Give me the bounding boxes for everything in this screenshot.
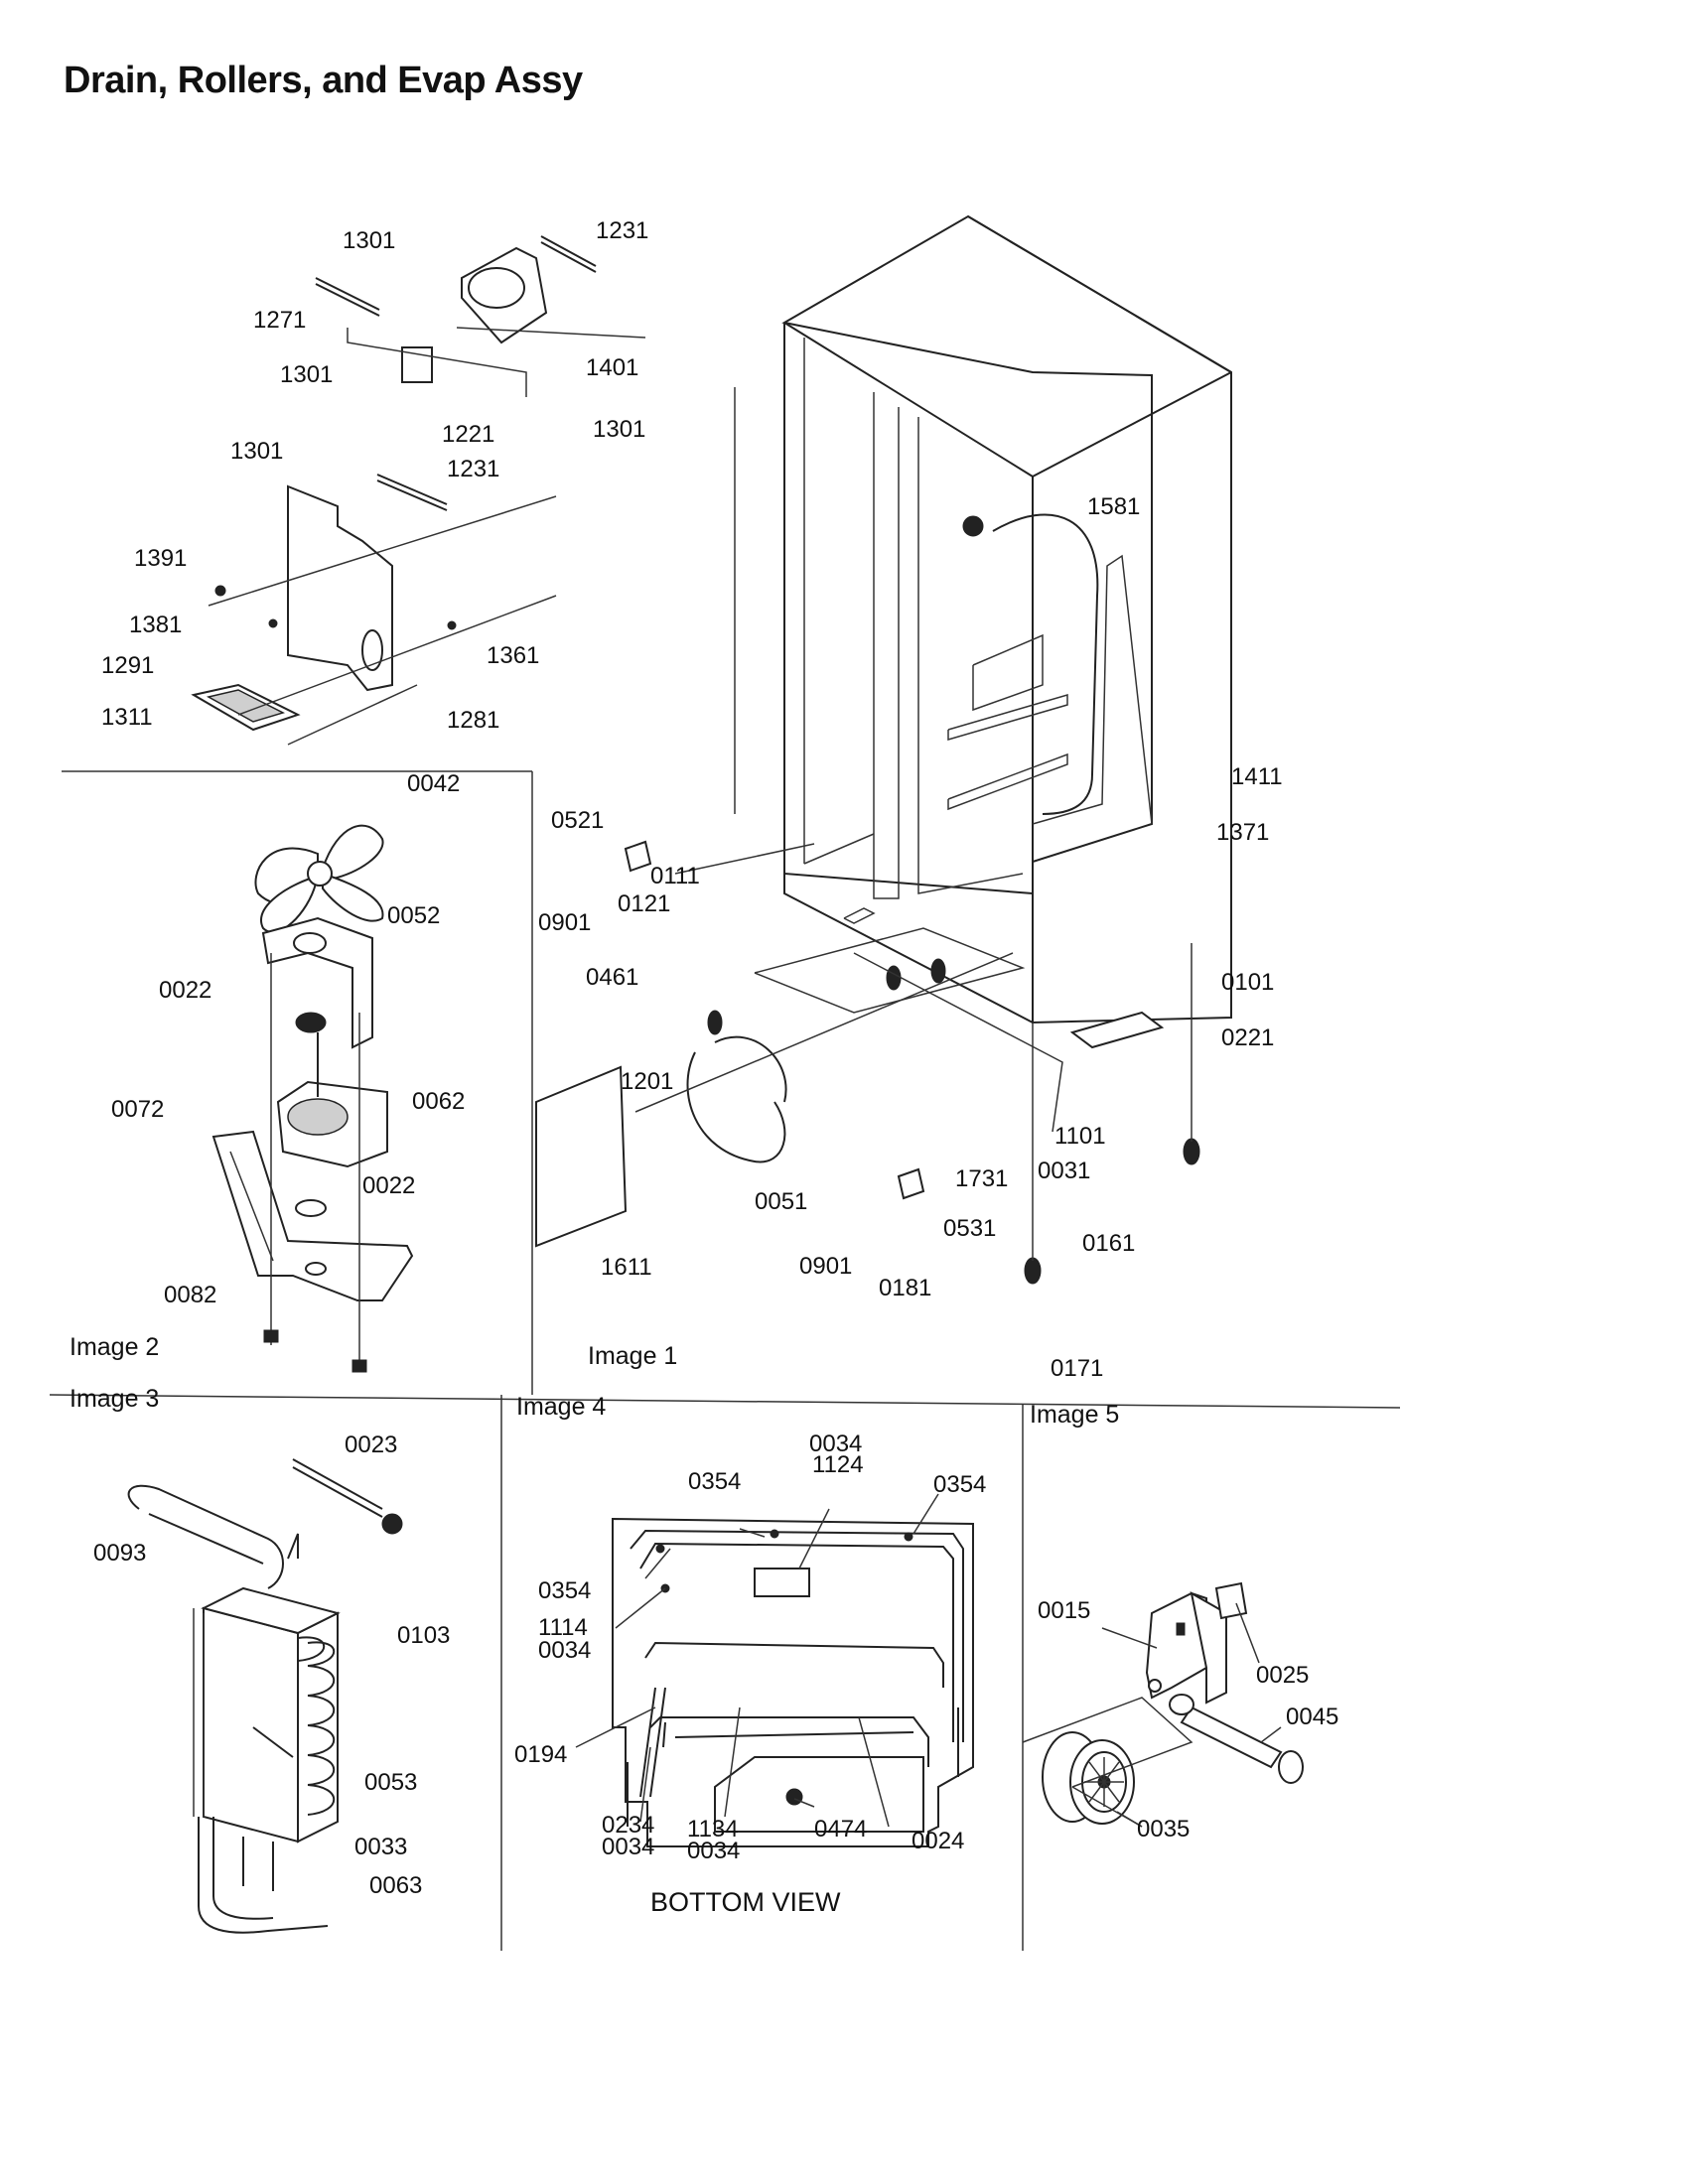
- part-label: 0015: [1038, 1597, 1090, 1624]
- part-label: 0121: [618, 890, 670, 917]
- part-label: 0521: [551, 807, 604, 834]
- image1-caption: Image 1: [588, 1342, 677, 1370]
- part-label: 0034: [538, 1637, 591, 1664]
- part-label: 1101: [1054, 1123, 1106, 1150]
- image2-caption: Image 2: [70, 1333, 159, 1361]
- part-label: 0354: [688, 1468, 741, 1495]
- diagram-title: Drain, Rollers, and Evap Assy: [64, 60, 583, 101]
- part-label: 0901: [799, 1253, 852, 1280]
- part-label: 0474: [814, 1816, 867, 1843]
- part-label: 0031: [1038, 1158, 1090, 1184]
- part-label: 1401: [586, 354, 638, 381]
- image1-fan-bracket-drawing: [191, 235, 646, 746]
- image2-fan-motor-drawing: [211, 824, 414, 1373]
- image1-cabinet-drawing: [535, 214, 1232, 1285]
- part-label: 1581: [1087, 493, 1140, 520]
- part-label: 1271: [253, 307, 306, 334]
- part-label: 0234: [602, 1812, 654, 1839]
- part-label: 0063: [369, 1872, 422, 1899]
- part-label: 1611: [601, 1254, 652, 1281]
- part-label: 0181: [879, 1275, 931, 1301]
- part-label: 0051: [755, 1188, 807, 1215]
- part-label: 0033: [354, 1834, 407, 1860]
- part-label: 0101: [1221, 969, 1274, 996]
- image3-part-labels: Image 3 0023 0093 0103 0053 0033 0063: [70, 1385, 450, 1899]
- part-label: 0022: [362, 1172, 415, 1199]
- part-label: 0082: [164, 1282, 216, 1308]
- part-label: 1301: [593, 416, 645, 443]
- part-label: 1124: [812, 1451, 864, 1478]
- part-label: 1114: [538, 1614, 588, 1641]
- image5-caption: Image 5: [1030, 1401, 1119, 1429]
- part-label: 1291: [101, 652, 154, 679]
- part-label: 0025: [1256, 1662, 1309, 1689]
- image4-caption: Image 4: [516, 1393, 606, 1421]
- image3-caption: Image 3: [70, 1385, 159, 1413]
- part-label: 0461: [586, 964, 638, 991]
- image4-part-labels: Image 4 0034 1124 0354 0354 0354 1114 00…: [514, 1393, 986, 1917]
- part-label: 0194: [514, 1741, 567, 1768]
- part-label: 0034: [809, 1431, 862, 1457]
- part-label: 1411: [1231, 763, 1283, 790]
- part-label: 0042: [407, 770, 460, 797]
- part-label: 1201: [621, 1068, 673, 1095]
- image5-roller-drawing: [1022, 1581, 1304, 1828]
- image1-part-labels: 1301 1231 1271 1401 1301 1221 1301 1301 …: [101, 217, 1283, 1382]
- part-label: 0072: [111, 1096, 164, 1123]
- part-label: 1221: [442, 421, 494, 448]
- image2-part-labels: 0042 0052 0022 0072 0062 0022 0082 Image…: [70, 770, 465, 1361]
- part-label: 0103: [397, 1622, 450, 1649]
- part-label: 0034: [687, 1838, 740, 1864]
- panel-dividers: [49, 770, 1401, 1951]
- part-label: 0022: [159, 977, 211, 1004]
- part-label: 0354: [538, 1577, 591, 1604]
- image4-bottom-view-drawing: [575, 1493, 974, 1847]
- part-label: 0221: [1221, 1024, 1274, 1051]
- part-label: 1391: [134, 545, 187, 572]
- part-label: 0093: [93, 1540, 146, 1567]
- part-label: 1311: [101, 704, 153, 731]
- part-label: 0023: [345, 1432, 397, 1458]
- part-label: 0901: [538, 909, 591, 936]
- part-label: 1301: [230, 438, 283, 465]
- bottom-view-label: BOTTOM VIEW: [650, 1887, 841, 1917]
- part-label: 0111: [650, 863, 700, 889]
- part-label: 0024: [912, 1828, 964, 1854]
- part-label: 0062: [412, 1088, 465, 1115]
- part-label: 0053: [364, 1769, 417, 1796]
- part-label: 0045: [1286, 1704, 1338, 1730]
- part-label: 0052: [387, 902, 440, 929]
- part-label: 1381: [129, 612, 182, 638]
- part-label: 0034: [602, 1834, 654, 1860]
- part-label: 1281: [447, 707, 499, 734]
- part-label: 1301: [343, 227, 395, 254]
- part-label: 0354: [933, 1471, 986, 1498]
- image3-evaporator-drawing: [127, 1458, 403, 1934]
- part-label: 1231: [596, 217, 648, 244]
- part-label: 1361: [487, 642, 539, 669]
- part-label: 1301: [280, 361, 333, 388]
- part-label: 0531: [943, 1215, 996, 1242]
- part-label: 1731: [955, 1165, 1008, 1192]
- part-label: 0171: [1051, 1355, 1103, 1382]
- part-label: 1134: [687, 1816, 739, 1843]
- part-label: 1231: [447, 456, 499, 482]
- part-label: 1371: [1216, 819, 1269, 846]
- image5-part-labels: Image 5 0015 0025 0045 0035: [1030, 1401, 1338, 1843]
- part-label: 0035: [1137, 1816, 1190, 1843]
- part-label: 0161: [1082, 1230, 1135, 1257]
